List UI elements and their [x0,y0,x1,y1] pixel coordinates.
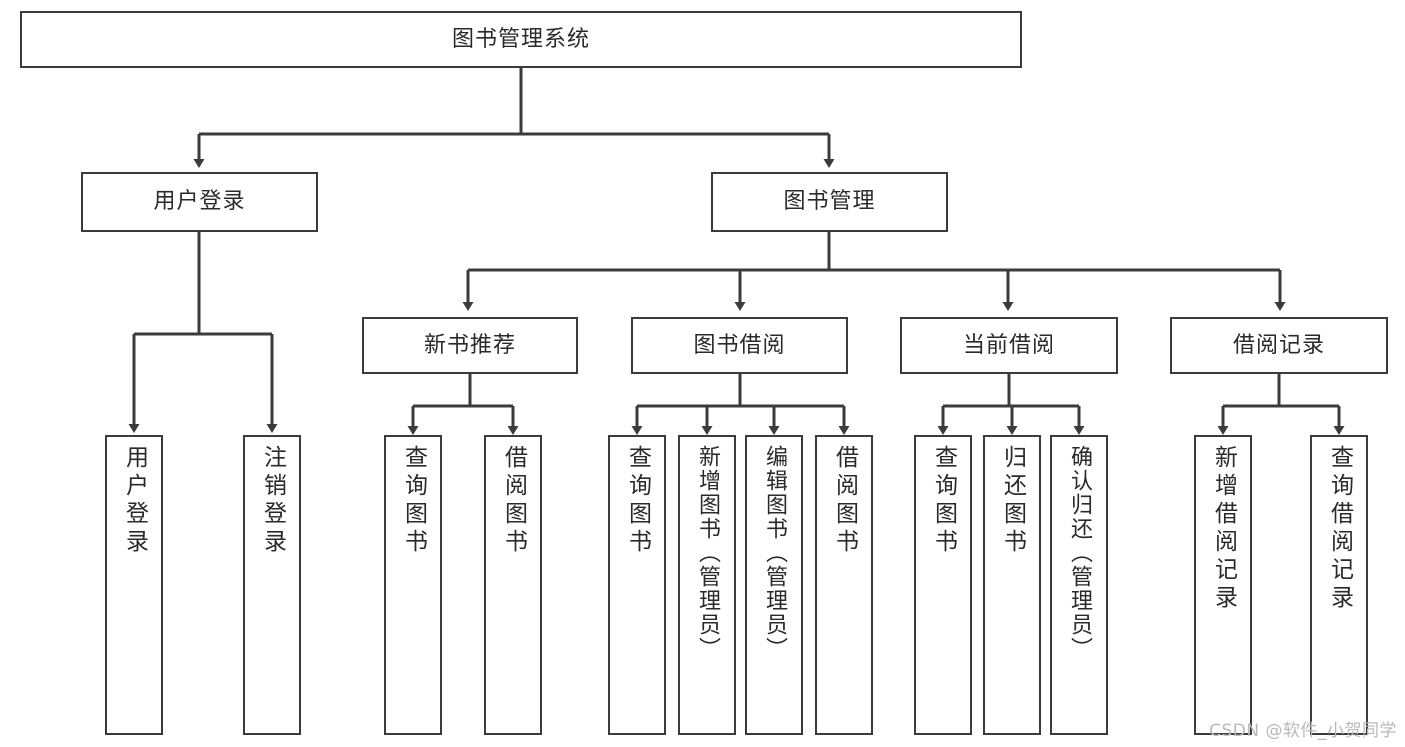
node-user-login[interactable]: 用户登录 [81,172,318,232]
node-current-borrow[interactable]: 当前借阅 [900,317,1118,374]
node-new-book-rec-label: 新书推荐 [423,332,516,358]
node-leaf-query-book-1[interactable]: 查询图书 [384,435,442,735]
node-leaf-edit-book-label: 编辑图书（管理员） [762,445,787,661]
node-new-book-rec[interactable]: 新书推荐 [362,317,578,374]
node-root[interactable]: 图书管理系统 [20,11,1022,68]
node-leaf-user-login[interactable]: 用户登录 [105,435,163,735]
node-leaf-query-record[interactable]: 查询借阅记录 [1310,435,1368,735]
node-leaf-confirm-return[interactable]: 确认归还（管理员） [1050,435,1108,735]
node-leaf-query-record-label: 查询借阅记录 [1326,445,1353,613]
csdn-watermark: CSDN @软件_小贺同学 [1209,721,1397,741]
node-leaf-query-book-2-label: 查询图书 [624,445,651,557]
node-book-borrow-label: 图书借阅 [693,332,786,358]
node-leaf-borrow-book-1-label: 借阅图书 [500,445,527,557]
node-borrow-record[interactable]: 借阅记录 [1170,317,1388,374]
node-leaf-add-book[interactable]: 新增图书（管理员） [678,435,736,735]
node-leaf-add-record[interactable]: 新增借阅记录 [1194,435,1252,735]
node-root-label: 图书管理系统 [451,26,590,52]
node-current-borrow-label: 当前借阅 [962,332,1055,358]
node-leaf-add-record-label: 新增借阅记录 [1210,445,1237,613]
node-book-borrow[interactable]: 图书借阅 [631,317,848,374]
node-leaf-return-book[interactable]: 归还图书 [983,435,1041,735]
node-leaf-query-book-3-label: 查询图书 [930,445,957,557]
node-leaf-query-book-1-label: 查询图书 [400,445,427,557]
node-leaf-add-book-label: 新增图书（管理员） [695,445,720,661]
node-leaf-return-book-label: 归还图书 [999,445,1026,557]
node-leaf-edit-book[interactable]: 编辑图书（管理员） [745,435,803,735]
node-leaf-user-logout[interactable]: 注销登录 [243,435,301,735]
node-borrow-record-label: 借阅记录 [1232,332,1325,358]
node-user-login-label: 用户登录 [153,189,246,215]
node-leaf-borrow-book-2[interactable]: 借阅图书 [815,435,873,735]
node-leaf-borrow-book-1[interactable]: 借阅图书 [484,435,542,735]
node-leaf-query-book-3[interactable]: 查询图书 [914,435,972,735]
node-leaf-borrow-book-2-label: 借阅图书 [831,445,858,557]
node-leaf-query-book-2[interactable]: 查询图书 [608,435,666,735]
node-leaf-user-login-label: 用户登录 [121,445,148,557]
node-book-manage[interactable]: 图书管理 [711,172,948,232]
node-leaf-confirm-return-label: 确认归还（管理员） [1067,445,1092,661]
node-leaf-user-logout-label: 注销登录 [259,445,286,557]
node-book-manage-label: 图书管理 [783,189,876,215]
